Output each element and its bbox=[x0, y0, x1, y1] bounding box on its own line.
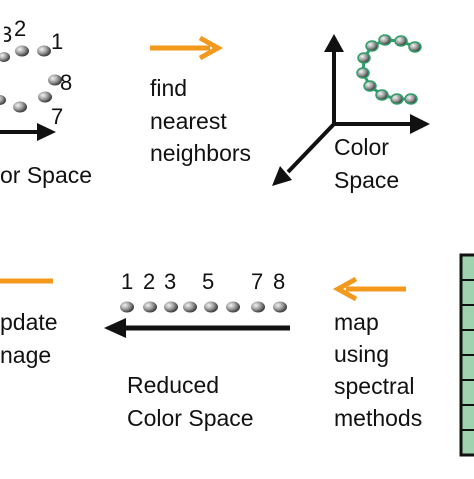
update-label: pdate bbox=[0, 309, 58, 335]
color-point bbox=[48, 74, 62, 86]
point-number: 8 bbox=[273, 269, 286, 294]
methods-label: methods bbox=[334, 405, 423, 431]
color-point bbox=[13, 101, 27, 113]
axis-x-head bbox=[410, 114, 430, 134]
color-point bbox=[226, 301, 240, 313]
color-point bbox=[273, 301, 287, 313]
color-point bbox=[38, 91, 52, 103]
color-point bbox=[356, 67, 370, 79]
map-label: map bbox=[334, 309, 379, 335]
color-point bbox=[357, 52, 371, 64]
color-point bbox=[164, 301, 178, 313]
nearest-label: nearest bbox=[150, 108, 227, 134]
find-neighbors-arrow bbox=[150, 35, 224, 61]
point-number: 7 bbox=[251, 269, 264, 294]
point-number: 2 bbox=[14, 16, 27, 41]
color-point bbox=[120, 301, 134, 313]
color-point bbox=[394, 35, 408, 47]
color-point bbox=[363, 80, 377, 92]
color-point bbox=[404, 93, 418, 105]
point-number: 1 bbox=[121, 269, 134, 294]
color-point bbox=[251, 301, 265, 313]
axis-arrowhead bbox=[37, 123, 56, 141]
color-point bbox=[15, 45, 29, 57]
reduced-color-space bbox=[104, 301, 290, 338]
color-point bbox=[365, 40, 379, 52]
color-point bbox=[375, 89, 389, 101]
spectral-label: spectral bbox=[334, 373, 415, 399]
map-spectral-arrow bbox=[332, 276, 406, 302]
point-number: 8 bbox=[60, 70, 73, 95]
axis-z bbox=[286, 122, 336, 174]
color-point bbox=[37, 45, 51, 57]
reduced-label: Reduced bbox=[127, 372, 220, 398]
point-number: 3 bbox=[0, 22, 13, 47]
spectral-matrix bbox=[459, 253, 474, 457]
reduced-color-space-label: Color Space bbox=[127, 405, 254, 431]
neighbors-label: neighbors bbox=[150, 140, 252, 166]
axis-z-head bbox=[272, 166, 292, 186]
color-label-right: Color bbox=[334, 134, 389, 160]
color-point bbox=[378, 34, 392, 46]
color-point bbox=[390, 93, 404, 105]
color-point bbox=[0, 52, 10, 62]
top-right-color-space bbox=[272, 34, 430, 186]
color-point bbox=[143, 301, 157, 313]
color-point bbox=[204, 301, 218, 313]
axis-y-head bbox=[324, 34, 344, 52]
point-number: 5 bbox=[202, 269, 215, 294]
point-number: 2 bbox=[143, 269, 156, 294]
point-number: 3 bbox=[164, 269, 177, 294]
find-label: find bbox=[150, 75, 188, 101]
color-point bbox=[0, 95, 6, 105]
color-point bbox=[183, 301, 197, 313]
color-space-label-left: or Space bbox=[0, 162, 93, 188]
neighbor-curve bbox=[361, 38, 416, 101]
color-point bbox=[408, 41, 422, 53]
top-left-color-space bbox=[0, 45, 62, 141]
space-label-right: Space bbox=[334, 167, 400, 193]
reduced-axis-arrowhead bbox=[104, 318, 126, 338]
image-label: nage bbox=[0, 342, 52, 368]
point-number: 7 bbox=[51, 104, 64, 129]
using-label: using bbox=[334, 341, 389, 367]
point-number: 1 bbox=[51, 29, 64, 54]
